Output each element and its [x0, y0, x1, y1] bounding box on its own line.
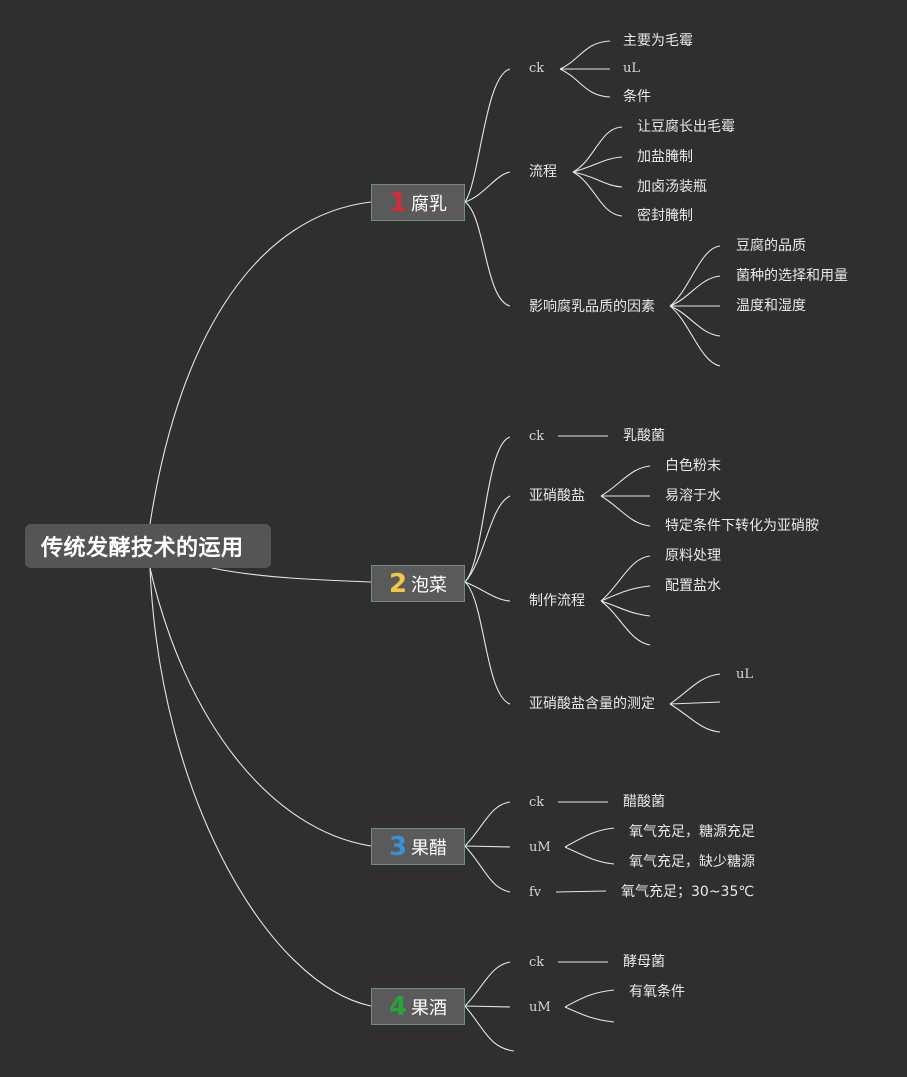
guojiu-um-topic[interactable]: uM	[529, 1000, 551, 1015]
branch-paocai[interactable]: 2 泡菜	[371, 565, 465, 602]
furu-factor-item-2[interactable]: 菌种的选择和用量	[736, 268, 848, 284]
furu-factor-item-3[interactable]: 温度和湿度	[736, 298, 806, 314]
furu-process-topic[interactable]: 流程	[529, 164, 557, 180]
branch-number-2: 2	[388, 568, 408, 599]
furu-process-item-2[interactable]: 加盐腌制	[637, 149, 693, 165]
paocai-nitrite-item-2[interactable]: 易溶于水	[665, 488, 721, 504]
guocu-fv-item[interactable]: 氧气充足；30~35℃	[621, 884, 755, 900]
paocai-process-line	[464, 581, 511, 602]
guocu-um-topic[interactable]: uM	[529, 840, 551, 855]
guojiu-third-line	[464, 1005, 515, 1052]
root-to-furu-line	[149, 201, 372, 525]
paocai-nitrite-item-3[interactable]: 特定条件下转化为亚硝胺	[665, 518, 819, 534]
branch-label-furu: 腐乳	[411, 193, 448, 215]
paocai-ck-topic[interactable]: ck	[529, 429, 545, 444]
root-topic[interactable]: 传统发酵技术的运用	[25, 524, 271, 568]
branch-guojiu[interactable]: 4 果酒	[371, 988, 465, 1025]
branch-number-1: 1	[388, 187, 408, 218]
guocu-ck-line	[464, 801, 511, 847]
paocai-nitrite-topic[interactable]: 亚硝酸盐	[529, 488, 585, 504]
paocai-process-item-1[interactable]: 原料处理	[665, 548, 721, 564]
paocai-ck-line	[464, 436, 511, 583]
branch-label-paocai: 泡菜	[411, 574, 448, 596]
branch-furu[interactable]: 1 腐乳	[371, 184, 465, 221]
furu-process-line	[464, 171, 511, 203]
furu-process-item-4[interactable]: 密封腌制	[637, 208, 693, 224]
paocai-measure-line	[464, 581, 511, 705]
branch-label-guojiu: 果酒	[411, 997, 448, 1019]
paocai-ck-item[interactable]: 乳酸菌	[623, 428, 665, 444]
paocai-measure-topic[interactable]: 亚硝酸盐含量的测定	[529, 696, 655, 712]
paocai-process-item-2[interactable]: 配置盐水	[665, 578, 721, 594]
guojiu-ck-topic[interactable]: ck	[529, 955, 545, 970]
branch-number-4: 4	[388, 991, 408, 1022]
paocai-process-topic[interactable]: 制作流程	[529, 593, 585, 609]
guojiu-um-line	[464, 1005, 511, 1008]
furu-ck-item-3[interactable]: 条件	[623, 89, 651, 105]
root-to-guocu-line	[149, 567, 372, 847]
guocu-um-line	[464, 845, 511, 848]
paocai-nitrite-line	[464, 495, 511, 583]
furu-ck-topic[interactable]: ck	[529, 61, 545, 76]
furu-factors-line	[464, 201, 511, 307]
guocu-fv-line	[464, 845, 511, 893]
furu-factors-topic[interactable]: 影响腐乳品质的因素	[529, 299, 655, 315]
root-to-guojiu-line	[149, 567, 372, 1007]
furu-process-item-1[interactable]: 让豆腐长出毛霉	[637, 119, 735, 135]
guocu-ck-topic[interactable]: ck	[529, 795, 545, 810]
guocu-um-item-1[interactable]: 氧气充足，糖源充足	[629, 824, 755, 840]
root-title: 传统发酵技术的运用	[41, 536, 244, 561]
root-to-paocai-line	[211, 567, 372, 583]
guocu-ck-item[interactable]: 醋酸菌	[623, 794, 665, 810]
furu-ck-item-1[interactable]: 主要为毛霉	[623, 33, 693, 49]
furu-ck-line	[464, 68, 511, 203]
paocai-nitrite-item-1[interactable]: 白色粉末	[665, 458, 721, 474]
branch-number-3: 3	[388, 831, 408, 862]
branch-label-guocu: 果醋	[411, 837, 448, 859]
guojiu-ck-line	[464, 961, 511, 1007]
furu-ck-item-2[interactable]: uL	[623, 61, 641, 76]
branch-guocu[interactable]: 3 果醋	[371, 828, 465, 865]
paocai-measure-item-1[interactable]: uL	[736, 667, 754, 682]
furu-process-item-3[interactable]: 加卤汤装瓶	[637, 179, 707, 195]
guojiu-um-item-1[interactable]: 有氧条件	[629, 984, 685, 1000]
guocu-um-item-2[interactable]: 氧气充足，缺少糖源	[629, 854, 755, 870]
guojiu-ck-item[interactable]: 酵母菌	[623, 954, 665, 970]
furu-factor-item-1[interactable]: 豆腐的品质	[736, 238, 806, 254]
guocu-fv-topic[interactable]: fv	[529, 885, 542, 900]
